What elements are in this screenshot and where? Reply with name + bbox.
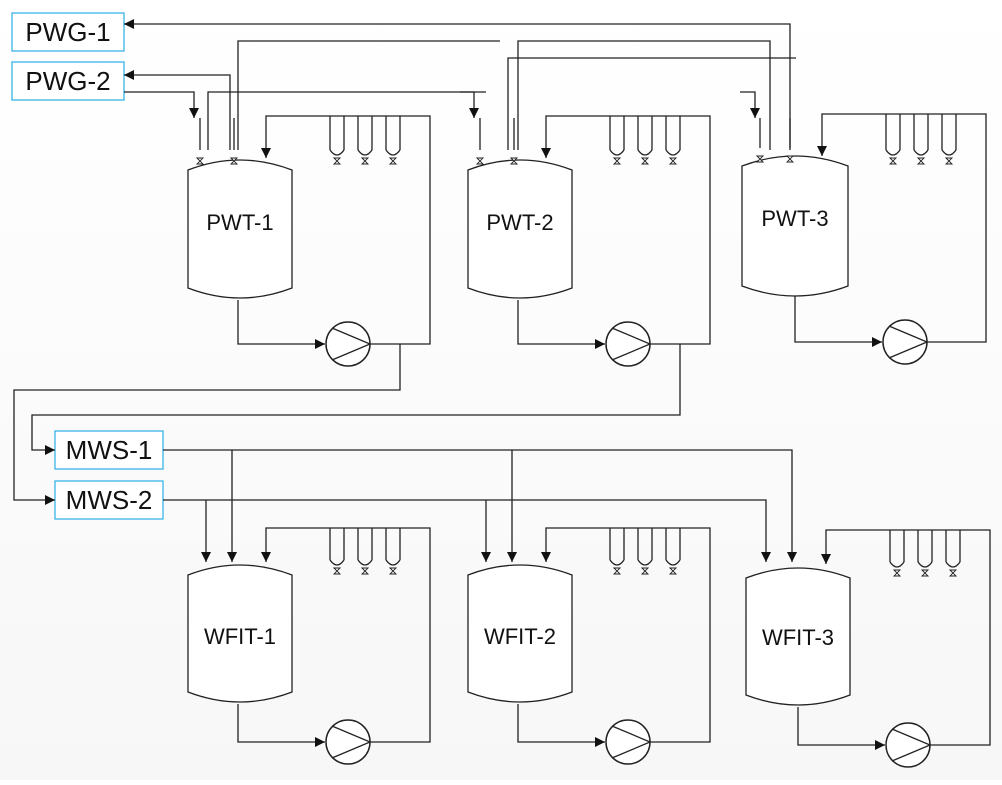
pipe-loop [609,559,625,566]
valve-icon[interactable] [388,567,398,575]
source-label: MWS-1 [66,435,153,465]
valve-icon[interactable] [360,157,370,165]
tank-label: WFIT-1 [204,624,276,649]
tank-label: WFIT-3 [762,625,834,650]
valve-icon[interactable] [612,567,622,575]
pipe-loop [889,561,905,568]
source-mws-1[interactable]: MWS-1 [54,430,164,470]
source-mws-2[interactable]: MWS-2 [54,480,164,520]
valve-icon[interactable] [229,157,239,165]
valve-icon[interactable] [668,157,678,165]
source-pwg-1[interactable]: PWG-1 [11,12,125,52]
tank-wfit-1[interactable]: WFIT-1 [187,564,293,703]
pump-wfit-3[interactable] [885,722,932,768]
pipe-loop [357,149,373,156]
valve-icon[interactable] [332,567,342,575]
valve-icon[interactable] [360,567,370,575]
valve-icon[interactable] [195,157,205,165]
pipe-loop [917,561,933,568]
tank-pwt-3[interactable]: PWT-3 [741,155,849,297]
pipe-loop [913,149,929,156]
valve-icon[interactable] [948,569,958,577]
pipe-loop [941,149,957,156]
pwt-3-piping [759,113,987,347]
pipe-loop [665,149,681,156]
valve-icon[interactable] [668,567,678,575]
valve-icon[interactable] [332,157,342,165]
valve-icon[interactable] [475,157,485,165]
pipe-loop [637,559,653,566]
tank-label: PWT-2 [486,210,553,235]
pipe-loop [945,561,961,568]
pump-pwt-3[interactable] [882,319,929,365]
valve-icon[interactable] [944,157,954,165]
mws-lines [163,449,797,562]
pump-pwt-2[interactable] [605,321,652,367]
tank-pwt-1[interactable]: PWT-1 [187,159,293,299]
valve-icon[interactable] [892,569,902,577]
valve-icon[interactable] [916,157,926,165]
pwt-1-piping [13,115,431,505]
valve-group [195,149,961,577]
pipe-loop [329,149,345,156]
valve-icon[interactable] [920,569,930,577]
wfit-1-piping [237,527,431,747]
valve-icon[interactable] [785,155,795,163]
tank-label: WFIT-2 [484,624,556,649]
valve-icon[interactable] [640,157,650,165]
pump-pwt-1[interactable] [325,321,372,367]
tank-wfit-3[interactable]: WFIT-3 [745,567,851,706]
pipe-loop [329,559,345,566]
tank-label: PWT-1 [206,210,273,235]
pwt-2-piping [31,115,711,455]
source-label: PWG-2 [25,66,110,96]
tank-label: PWT-3 [761,206,828,231]
pipe-loop [665,559,681,566]
pwg-lines [124,19,796,150]
source-pwg-2[interactable]: PWG-2 [11,61,125,101]
valve-icon[interactable] [388,157,398,165]
valve-icon[interactable] [509,157,519,165]
valve-icon[interactable] [755,155,765,163]
valve-icon[interactable] [640,567,650,575]
pipe-loop [385,149,401,156]
pump-wfit-2[interactable] [605,719,652,765]
wfit-3-piping [797,529,991,750]
tank-wfit-2[interactable]: WFIT-2 [467,564,573,703]
pipe-loop [885,149,901,156]
pipe-loop [357,559,373,566]
source-label: PWG-1 [25,17,110,47]
tank-pwt-2[interactable]: PWT-2 [467,159,573,299]
source-label: MWS-2 [66,485,153,515]
pipe-loop [609,149,625,156]
wfit-2-piping [517,527,711,747]
pipe-loop [637,149,653,156]
pump-wfit-1[interactable] [325,719,372,765]
valve-icon[interactable] [888,157,898,165]
pipe-loop [385,559,401,566]
valve-icon[interactable] [612,157,622,165]
